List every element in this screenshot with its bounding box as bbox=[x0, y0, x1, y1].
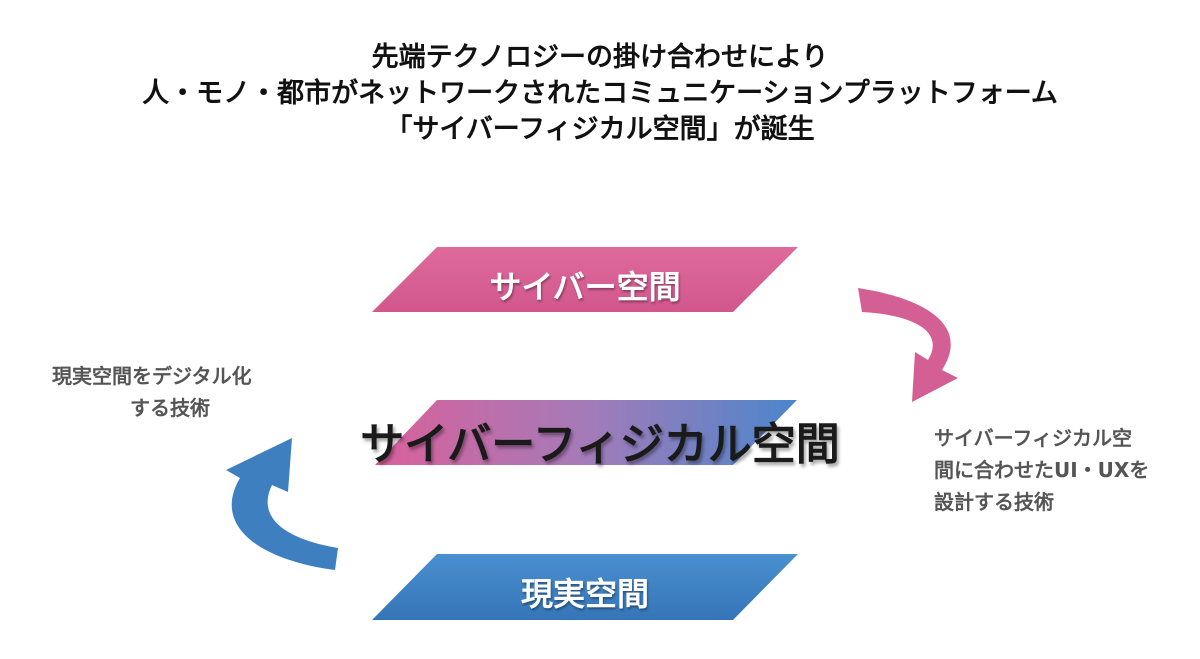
title-line-2: 人・モノ・都市がネットワークされたコミュニケーションプラットフォーム bbox=[142, 78, 1058, 109]
right-annotation-line-3: 設計する技術 bbox=[934, 490, 1054, 514]
cyber-space-label: サイバー空間 bbox=[489, 268, 681, 306]
right-annotation: サイバーフィジカル空 間に合わせたUI・UXを 設計する技術 bbox=[934, 422, 1149, 518]
blue-curved-arrow-icon bbox=[226, 438, 338, 570]
left-annotation-line-1: 現実空間をデジタル化 bbox=[52, 364, 252, 388]
left-annotation: 現実空間をデジタル化 する技術 bbox=[52, 360, 252, 424]
pink-curved-arrow-icon bbox=[858, 288, 958, 402]
title-line-3: 「サイバーフィジカル空間」が誕生 bbox=[385, 114, 815, 145]
right-annotation-line-2: 間に合わせたUI・UXを bbox=[934, 458, 1150, 482]
right-annotation-line-1: サイバーフィジカル空 bbox=[934, 426, 1132, 450]
cps-label: サイバーフィジカル空間 bbox=[360, 419, 840, 470]
title-line-1: 先端テクノロジーの掛け合わせにより bbox=[371, 42, 829, 73]
real-space-label: 現実空間 bbox=[520, 575, 649, 613]
left-annotation-line-2: する技術 bbox=[130, 396, 210, 420]
real-space-band bbox=[372, 554, 798, 620]
cyber-space-band bbox=[372, 247, 798, 312]
cps-band bbox=[375, 400, 797, 465]
